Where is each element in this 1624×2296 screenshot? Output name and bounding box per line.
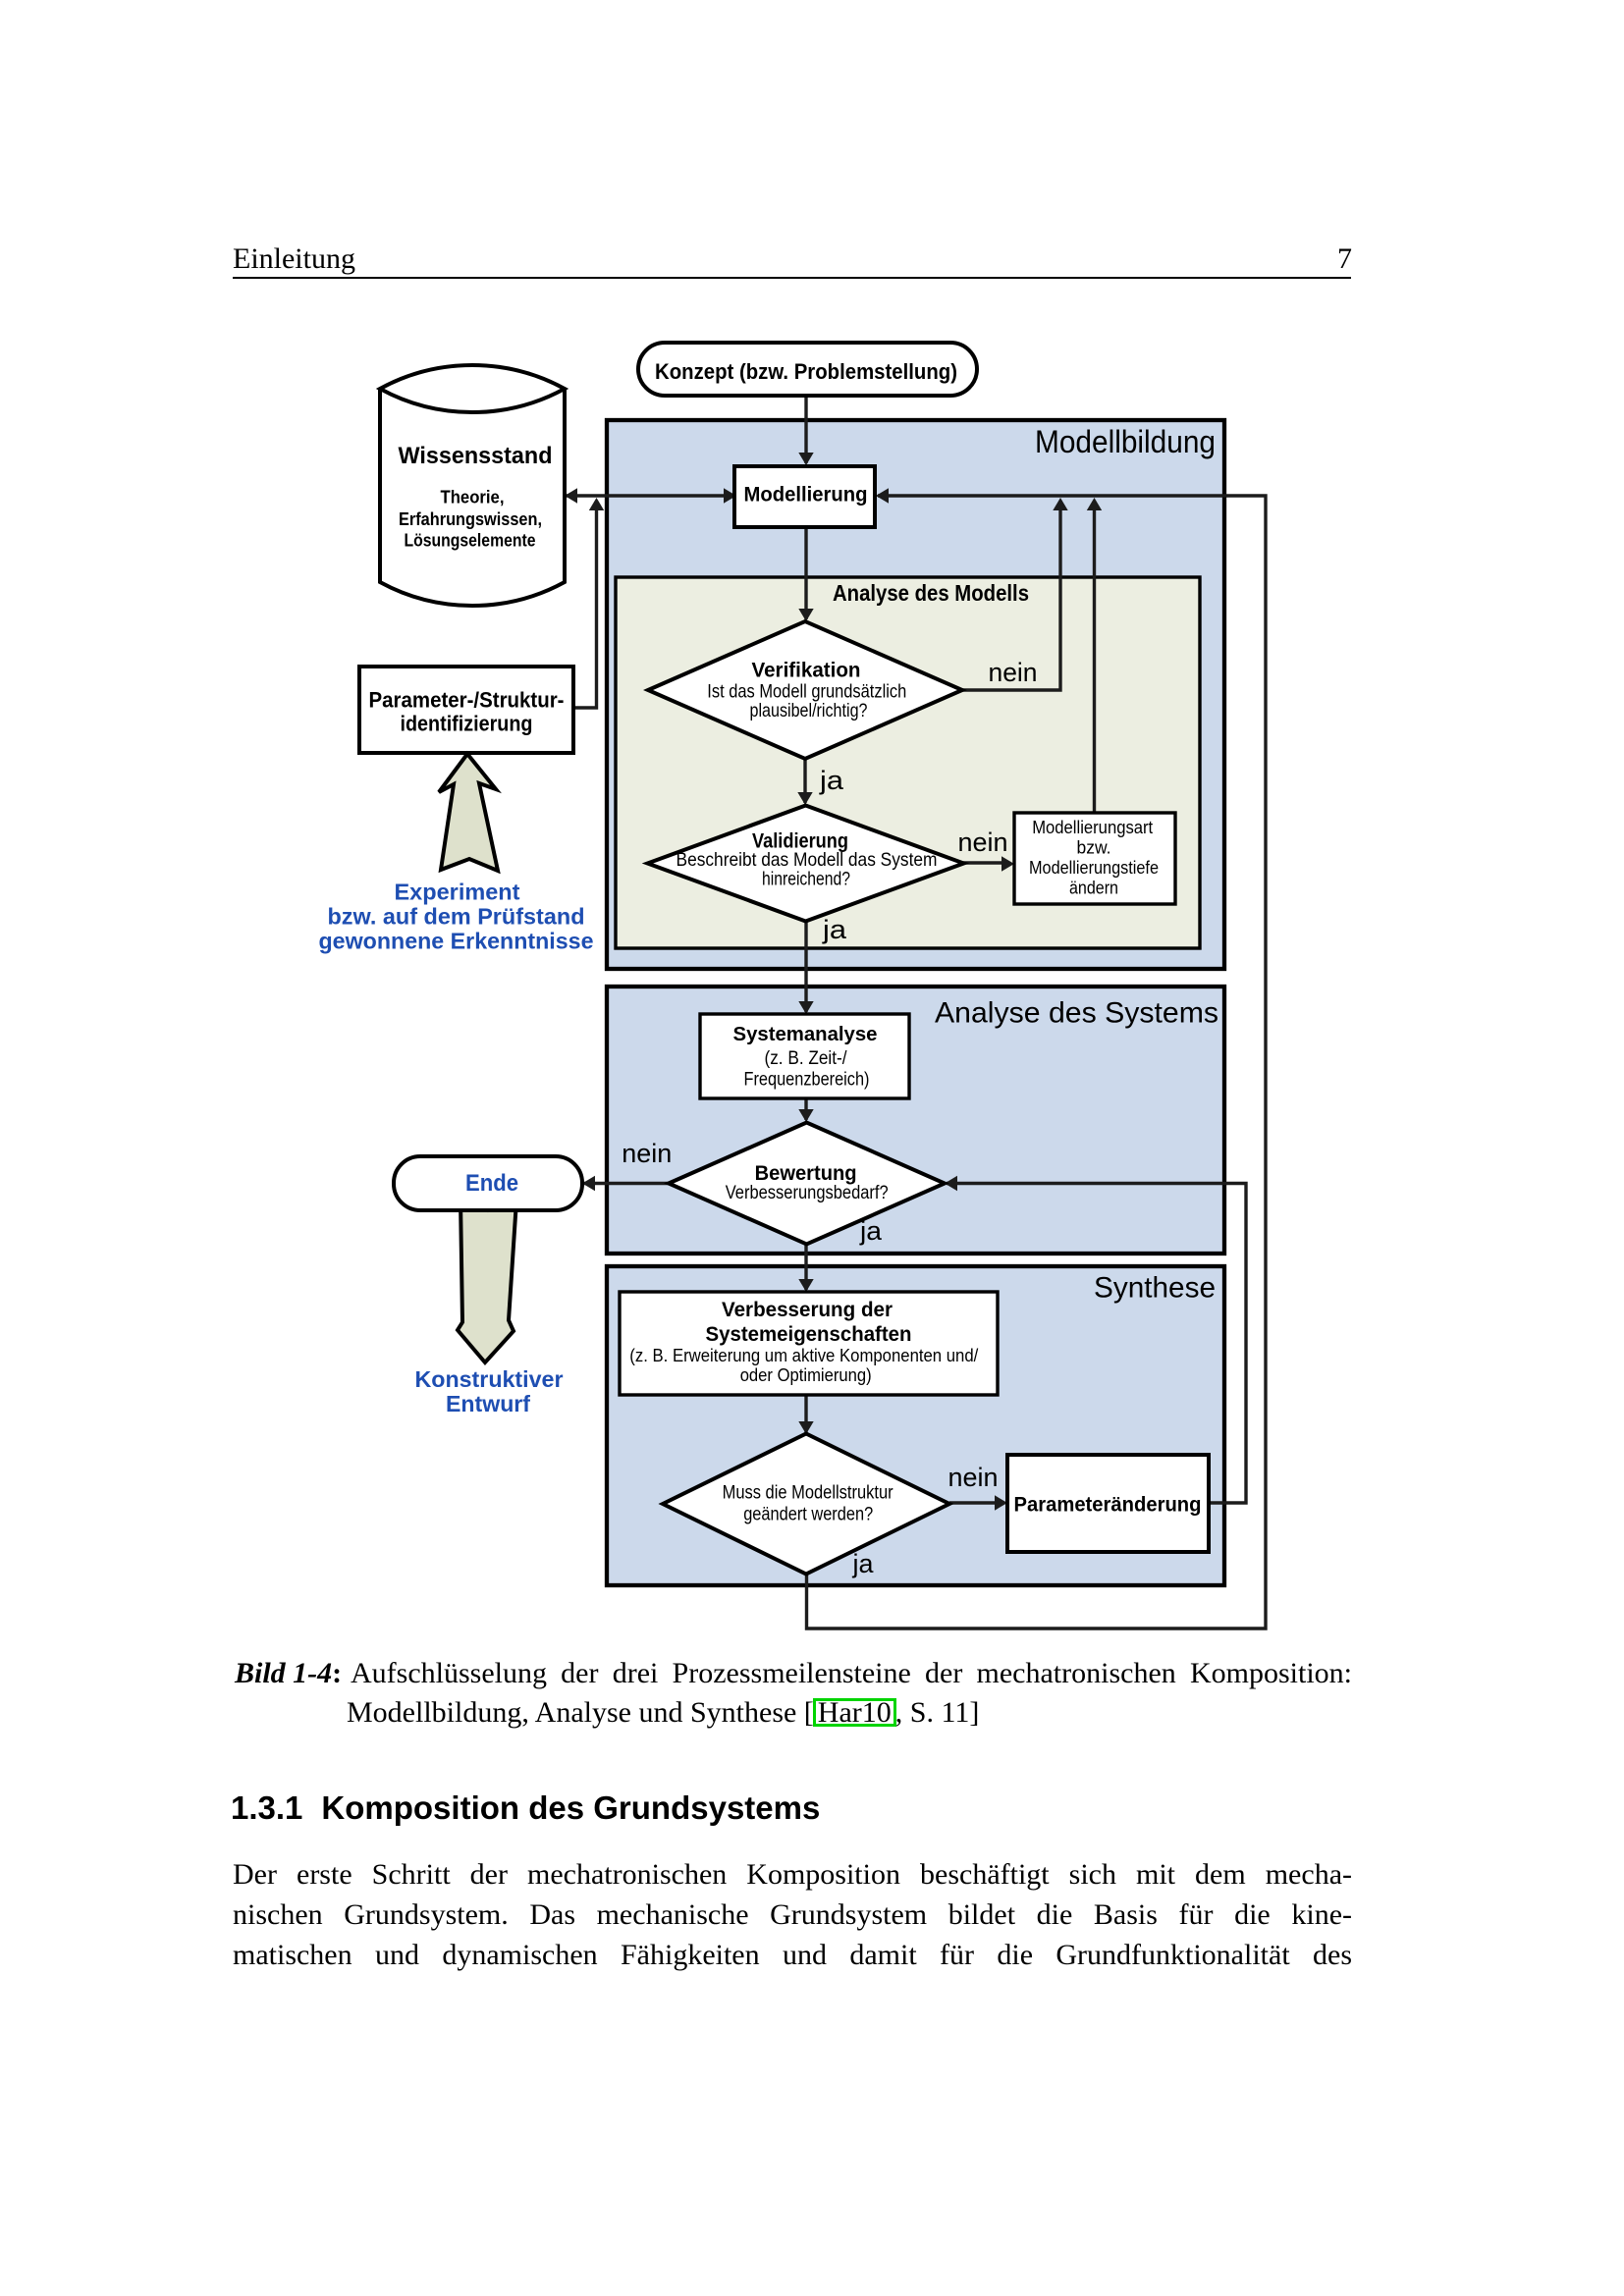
svg-text:Verifikation: Verifikation (752, 660, 861, 682)
svg-text:bzw. auf dem Prüfstand: bzw. auf dem Prüfstand (328, 904, 585, 930)
svg-text:Bewertung: Bewertung (755, 1162, 857, 1185)
svg-text:Modellbildung: Modellbildung (1035, 424, 1216, 459)
svg-text:Verbesserung der: Verbesserung der (722, 1299, 893, 1321)
svg-text:Synthese: Synthese (1094, 1272, 1216, 1305)
svg-text:plausibel/richtig?: plausibel/richtig? (750, 700, 868, 721)
svg-text:Lösungselemente: Lösungselemente (405, 530, 536, 551)
svg-text:Beschreibt das Modell das Syst: Beschreibt das Modell das System (677, 849, 938, 871)
svg-text:Erfahrungswissen,: Erfahrungswissen, (399, 508, 542, 529)
svg-text:identifizierung: identifizierung (401, 712, 533, 736)
svg-text:Parameter-/Struktur-: Parameter-/Struktur- (369, 688, 565, 713)
svg-text:ja: ja (859, 1216, 882, 1246)
svg-text:Systemeigenschaften: Systemeigenschaften (706, 1323, 912, 1346)
svg-text:Theorie,: Theorie, (441, 487, 505, 507)
svg-text:Muss die Modellstruktur: Muss die Modellstruktur (723, 1483, 894, 1504)
svg-text:bzw.: bzw. (1077, 838, 1111, 858)
svg-text:Wissensstand: Wissensstand (399, 443, 553, 469)
svg-text:Modellierungsart: Modellierungsart (1032, 818, 1153, 837)
svg-text:gewonnene Erkenntnisse: gewonnene Erkenntnisse (319, 929, 594, 954)
svg-text:Frequenzbereich): Frequenzbereich) (744, 1070, 870, 1091)
svg-text:ändern: ändern (1069, 879, 1118, 898)
svg-text:Entwurf: Entwurf (446, 1391, 530, 1416)
svg-text:Ist das Modell grundsätzlich: Ist das Modell grundsätzlich (707, 681, 906, 703)
svg-text:oder Optimierung): oder Optimierung) (740, 1364, 872, 1385)
svg-text:Experiment: Experiment (395, 880, 520, 905)
svg-text:Parameteränderung: Parameteränderung (1014, 1494, 1202, 1517)
svg-text:nein: nein (989, 658, 1038, 687)
svg-text:Verbesserungsbedarf?: Verbesserungsbedarf? (726, 1183, 889, 1203)
svg-text:nein: nein (958, 828, 1008, 857)
svg-text:nein: nein (622, 1139, 672, 1168)
svg-text:hinreichend?: hinreichend? (762, 869, 850, 890)
svg-text:nein: nein (948, 1463, 999, 1492)
svg-text:ja: ja (822, 915, 846, 944)
svg-text:ja: ja (819, 766, 843, 795)
svg-text:geändert werden?: geändert werden? (743, 1505, 873, 1525)
svg-text:Analyse des Modells: Analyse des Modells (833, 580, 1029, 606)
svg-text:Validierung: Validierung (752, 830, 848, 853)
svg-text:Konzept (bzw. Problemstellung): Konzept (bzw. Problemstellung) (655, 359, 957, 384)
svg-text:Ende: Ende (465, 1170, 518, 1197)
svg-text:Modellierungstiefe: Modellierungstiefe (1029, 858, 1159, 878)
svg-text:Modellierung: Modellierung (744, 484, 868, 507)
svg-text:Systemanalyse: Systemanalyse (733, 1024, 878, 1045)
svg-text:(z. B. Erweiterung um aktive K: (z. B. Erweiterung um aktive Komponenten… (629, 1345, 979, 1365)
svg-text:(z. B. Zeit-/: (z. B. Zeit-/ (765, 1048, 848, 1069)
svg-text:Analyse des Systems: Analyse des Systems (935, 997, 1218, 1030)
svg-text:Konstruktiver: Konstruktiver (415, 1366, 564, 1392)
svg-text:ja: ja (851, 1549, 873, 1578)
